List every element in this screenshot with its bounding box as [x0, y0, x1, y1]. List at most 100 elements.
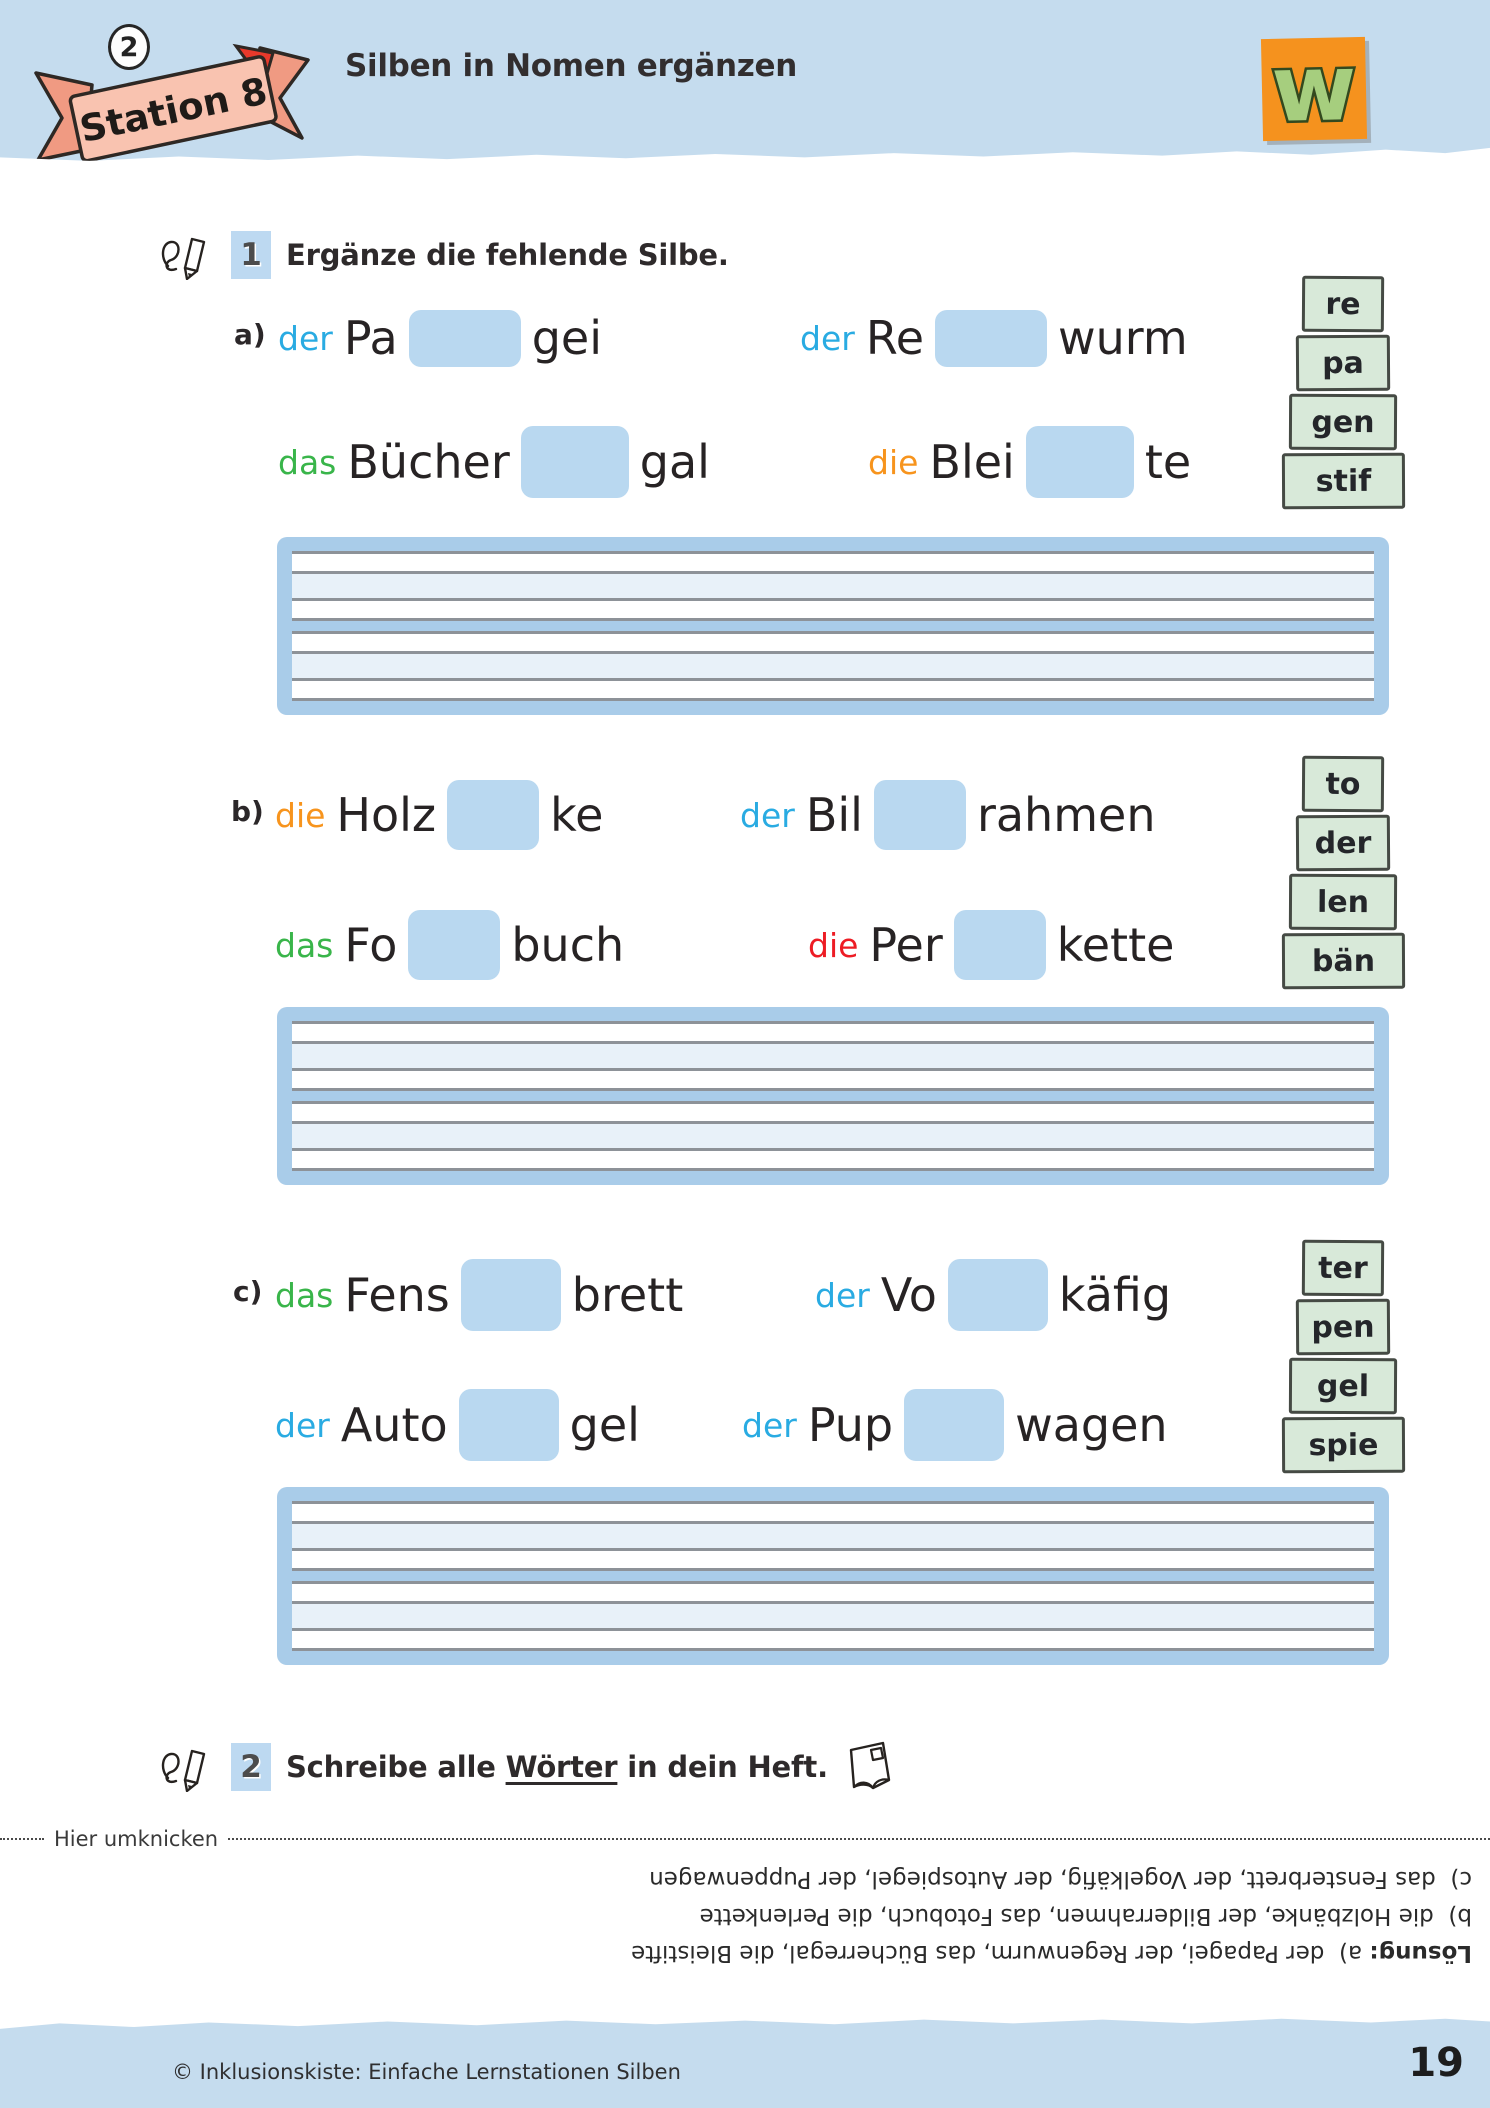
ribbon-banner-icon: Station 8 — [34, 43, 310, 161]
solution-line-b: b) die Holzbänke, der Bilderrahmen, das … — [699, 1903, 1472, 1929]
article: die — [808, 925, 859, 965]
solution-heading: Lösung: — [1369, 1940, 1472, 1966]
fold-dash-right — [228, 1838, 1490, 1840]
phrase-holzbaenke: die Holz ke — [275, 773, 603, 857]
word-suffix: wurm — [1058, 311, 1188, 365]
writing-lines-b[interactable] — [277, 1007, 1389, 1185]
syllable-tile-stack-c: ter pen gel spie — [1268, 1239, 1418, 1474]
solution-block: Lösung: a) der Papagei, der Regenwurm, d… — [567, 1860, 1472, 1971]
word-suffix: te — [1144, 435, 1192, 489]
copyright-text: © Inklusionskiste: Einfache Lernstatione… — [172, 2060, 681, 2084]
word-suffix: rahmen — [976, 788, 1156, 842]
writing-line-row — [292, 1151, 1374, 1168]
word-prefix: Auto — [340, 1398, 448, 1452]
syllable-blank[interactable] — [873, 780, 966, 850]
solution-line-a: Lösung: a) der Papagei, der Regenwurm, d… — [567, 1934, 1472, 1971]
phrase-perlenkette: die Per kette — [808, 903, 1174, 987]
pencil-scribble-icon — [161, 1749, 206, 1792]
word-prefix: Bücher — [347, 435, 510, 489]
syllable-tile-stack-a: re pa gen stif — [1268, 275, 1418, 510]
writing-line-row — [292, 1024, 1374, 1041]
word-suffix: gei — [531, 311, 602, 365]
syllable-tile: ter — [1301, 1239, 1385, 1297]
syllable-tile: der — [1295, 814, 1391, 872]
syllable-blank[interactable] — [458, 1389, 559, 1461]
syllable-blank[interactable] — [460, 1259, 561, 1331]
solution-text-a: a) der Papagei, der Regenwurm, das Büche… — [631, 1940, 1370, 1966]
article: das — [275, 925, 334, 965]
task1-instruction: Ergänze die fehlende Silbe. — [286, 238, 729, 272]
word-prefix: Blei — [929, 435, 1015, 489]
header-band: Station 8 2 Silben in Nomen ergänzen w — [0, 0, 1490, 161]
writing-line-row — [292, 554, 1374, 571]
article: die — [868, 442, 919, 482]
writing-line-row — [292, 601, 1374, 618]
syllable-blank[interactable] — [1025, 426, 1134, 498]
phrase-fensterbrett: das Fens brett — [275, 1253, 683, 1337]
task1-row: 1 Ergänze die fehlende Silbe. — [158, 224, 729, 286]
writing-line-row — [292, 1104, 1374, 1121]
word-prefix: Pa — [343, 311, 398, 365]
word-suffix: gel — [569, 1398, 640, 1452]
writing-line-group — [292, 1501, 1374, 1571]
writing-line-row — [292, 1521, 1374, 1551]
letter-w-tile-icon: w — [1260, 32, 1368, 145]
word-prefix: Fens — [344, 1268, 450, 1322]
syllable-tile: pen — [1295, 1298, 1391, 1356]
syllable-blank[interactable] — [904, 1389, 1005, 1461]
syllable-tile: gen — [1288, 393, 1398, 451]
syllable-tile: gel — [1288, 1357, 1398, 1415]
article: das — [278, 442, 337, 482]
syllable-blank[interactable] — [408, 910, 501, 980]
article: der — [740, 795, 795, 835]
word-prefix: Bil — [805, 788, 863, 842]
syllable-blank[interactable] — [947, 1259, 1048, 1331]
syllable-tile: re — [1301, 275, 1385, 333]
writing-line-row — [292, 634, 1374, 651]
writing-line-row — [292, 1041, 1374, 1071]
phrase-regenwurm: der Re wurm — [800, 296, 1188, 380]
writing-line-group — [292, 631, 1374, 701]
station-ribbon-banner: Station 8 — [26, 18, 318, 161]
page-title: Silben in Nomen ergänzen — [345, 48, 798, 84]
page-number: 19 — [1408, 2040, 1464, 2086]
task2-text-pre: Schreibe alle — [286, 1750, 506, 1784]
writing-line-group — [292, 1581, 1374, 1651]
phrase-fotobuch: das Fo buch — [275, 903, 624, 987]
word-suffix: gal — [639, 435, 710, 489]
section-label-c: c) — [233, 1275, 263, 1308]
phrase-papagei: der Pa gei — [278, 296, 602, 380]
fold-line: Hier umknicken — [0, 1827, 1490, 1851]
task2-number-badge: 2 — [231, 1743, 271, 1791]
fold-label: Hier umknicken — [54, 1827, 219, 1851]
writing-lines-a[interactable] — [277, 537, 1389, 715]
task1-number-badge: 1 — [231, 231, 271, 279]
article: der — [742, 1405, 797, 1445]
footer-band: © Inklusionskiste: Einfache Lernstatione… — [0, 2018, 1490, 2108]
word-suffix: buch — [511, 918, 625, 972]
writing-line-row — [292, 1584, 1374, 1601]
task2-row: 2 Schreibe alle Wörter in dein Heft. — [158, 1736, 895, 1798]
writing-lines-c[interactable] — [277, 1487, 1389, 1665]
syllable-blank[interactable] — [447, 780, 540, 850]
writing-line-row — [292, 651, 1374, 681]
word-suffix: ke — [550, 788, 604, 842]
writing-line-row — [292, 1601, 1374, 1631]
solution-line-c: c) das Fensterbrett, der Vogelkäfig, der… — [649, 1866, 1472, 1892]
syllable-blank[interactable] — [408, 309, 521, 367]
station-number-badge: 2 — [108, 24, 150, 70]
syllable-blank[interactable] — [520, 426, 629, 498]
writing-line-row — [292, 681, 1374, 698]
word-prefix: Fo — [344, 918, 398, 972]
syllable-blank[interactable] — [935, 309, 1048, 367]
word-suffix: käfig — [1058, 1268, 1172, 1322]
syllable-tile: to — [1301, 755, 1385, 813]
word-suffix: kette — [1056, 918, 1175, 972]
section-label-b: b) — [231, 795, 264, 828]
syllable-tile: spie — [1281, 1416, 1405, 1474]
word-prefix: Re — [865, 311, 925, 365]
word-suffix: brett — [571, 1268, 684, 1322]
syllable-blank[interactable] — [953, 910, 1046, 980]
task2-instruction: Schreibe alle Wörter in dein Heft. — [286, 1750, 828, 1784]
